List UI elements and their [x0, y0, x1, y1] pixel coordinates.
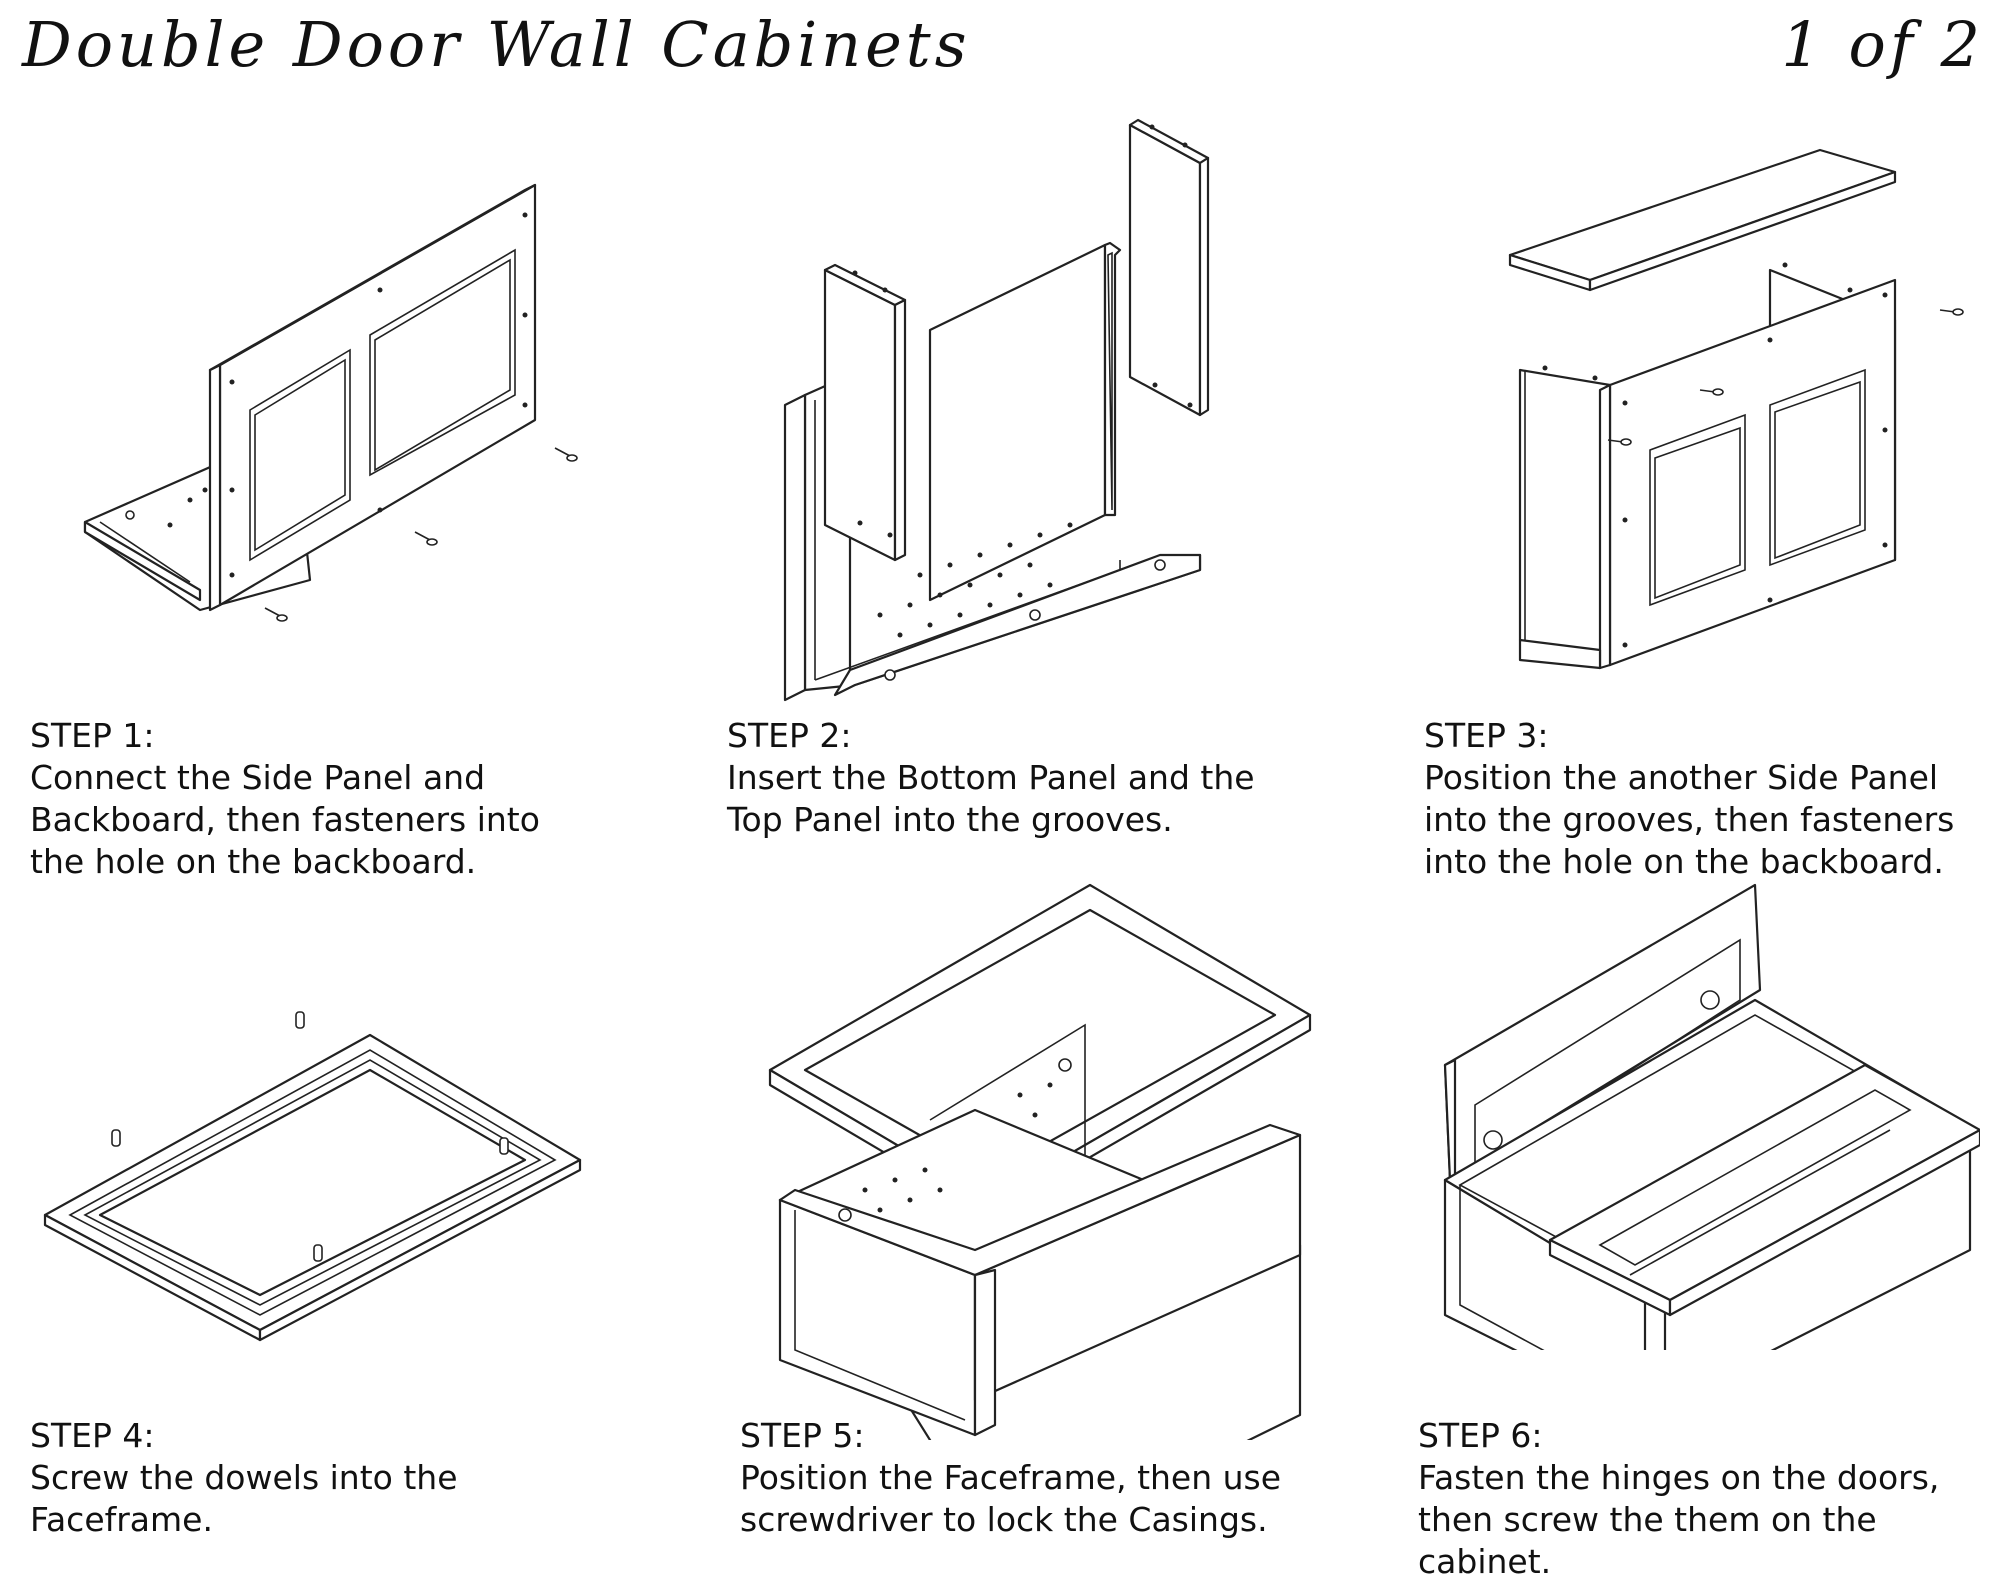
step-1: STEP 1: Connect the Side Panel and Backb…: [30, 715, 630, 883]
step-description: Insert the Bottom Panel and the Top Pane…: [727, 758, 1255, 839]
step-label: STEP 4:: [30, 1416, 155, 1455]
step-description: Screw the dowels into the Faceframe.: [30, 1458, 458, 1539]
page-title: Double Door Wall Cabinets: [22, 8, 971, 81]
step-description: Connect the Side Panel and Backboard, th…: [30, 758, 540, 881]
step-2: STEP 2: Insert the Bottom Panel and the …: [727, 715, 1327, 841]
step-4: STEP 4: Screw the dowels into the Facefr…: [30, 1415, 630, 1541]
step-3-illustration: [1500, 140, 1980, 680]
step-label: STEP 1:: [30, 716, 155, 755]
step-6-illustration: [1435, 880, 1980, 1350]
step-6: STEP 6: Fasten the hinges on the doors, …: [1418, 1415, 1988, 1583]
step-description: Position the another Side Panel into the…: [1424, 758, 1955, 881]
step-description: Fasten the hinges on the doors, then scr…: [1418, 1458, 1940, 1581]
step-4-illustration: [40, 1010, 600, 1360]
step-label: STEP 6:: [1418, 1416, 1543, 1455]
step-5: STEP 5: Position the Faceframe, then use…: [740, 1415, 1340, 1541]
step-5-illustration: [765, 880, 1315, 1440]
step-label: STEP 5:: [740, 1416, 865, 1455]
step-description: Position the Faceframe, then use screwdr…: [740, 1458, 1282, 1539]
step-1-illustration: [80, 170, 600, 650]
step-3: STEP 3: Position the another Side Panel …: [1424, 715, 1994, 883]
step-label: STEP 3:: [1424, 716, 1549, 755]
step-2-illustration: [760, 115, 1240, 715]
step-label: STEP 2:: [727, 716, 852, 755]
page-number: 1 of 2: [1781, 8, 1984, 81]
